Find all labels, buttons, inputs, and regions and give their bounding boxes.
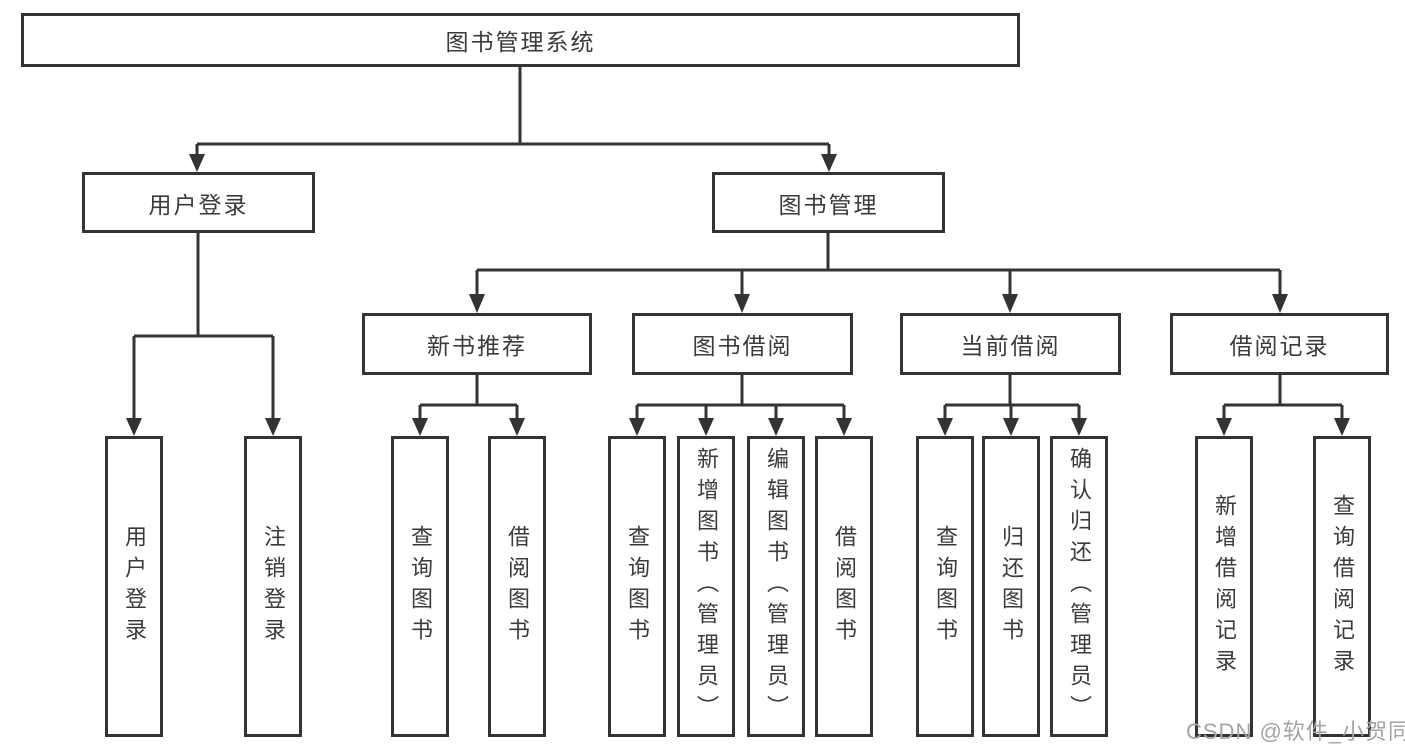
leaf-label: 查询借阅记录 xyxy=(1330,493,1355,680)
leaf-user-login: 用户登录 xyxy=(105,436,163,737)
node-user-login: 用户登录 xyxy=(82,172,315,233)
leaf-label: 查询图书 xyxy=(408,524,433,649)
leaf-logout: 注销登录 xyxy=(244,436,302,737)
leaf-query-books-recommend: 查询图书 xyxy=(391,436,449,737)
node-borrowing-records: 借阅记录 xyxy=(1170,313,1389,375)
node-label: 图书管理系统 xyxy=(445,29,596,55)
leaf-confirm-return-admin: 确认归还（管理员） xyxy=(1050,436,1108,737)
leaf-label: 确认归还（管理员） xyxy=(1067,447,1092,726)
leaf-query-borrow-record: 查询借阅记录 xyxy=(1313,436,1371,737)
node-label: 新书推荐 xyxy=(427,333,527,359)
node-current-borrowing: 当前借阅 xyxy=(900,313,1121,375)
leaf-label: 新增借阅记录 xyxy=(1212,493,1237,680)
node-label: 当前借阅 xyxy=(960,333,1061,359)
node-book-borrowing: 图书借阅 xyxy=(632,313,853,375)
node-book-management: 图书管理 xyxy=(712,172,945,233)
leaf-label: 借阅图书 xyxy=(832,524,857,649)
leaf-query-books-borrowing: 查询图书 xyxy=(608,436,666,737)
leaf-query-books-current: 查询图书 xyxy=(916,436,974,737)
node-label: 图书管理 xyxy=(778,191,879,218)
leaf-label: 注销登录 xyxy=(261,524,286,649)
leaf-return-books: 归还图书 xyxy=(982,436,1040,737)
leaf-edit-book-admin: 编辑图书（管理员） xyxy=(747,436,805,737)
connector-lines xyxy=(132,67,1344,420)
leaf-borrow-books: 借阅图书 xyxy=(815,436,873,737)
leaf-label: 归还图书 xyxy=(999,524,1024,649)
watermark-text: CSDN @软件_小贺同学 xyxy=(1186,719,1405,744)
node-label: 用户登录 xyxy=(148,191,249,218)
node-library-management-system: 图书管理系统 xyxy=(21,13,1020,67)
leaf-label: 用户登录 xyxy=(122,524,147,649)
node-label: 图书借阅 xyxy=(692,333,793,359)
leaf-label: 新增图书（管理员） xyxy=(694,447,719,726)
leaf-add-book-admin: 新增图书（管理员） xyxy=(677,436,735,737)
leaf-label: 查询图书 xyxy=(625,524,650,649)
leaf-label: 编辑图书（管理员） xyxy=(764,447,789,726)
arrowheads xyxy=(126,154,1350,436)
node-new-book-recommendation: 新书推荐 xyxy=(362,313,592,375)
leaf-label: 查询图书 xyxy=(933,524,958,649)
leaf-borrow-books-recommend: 借阅图书 xyxy=(488,436,546,737)
leaf-label: 借阅图书 xyxy=(505,524,530,649)
leaf-add-borrow-record: 新增借阅记录 xyxy=(1195,436,1253,737)
node-label: 借阅记录 xyxy=(1229,333,1330,359)
